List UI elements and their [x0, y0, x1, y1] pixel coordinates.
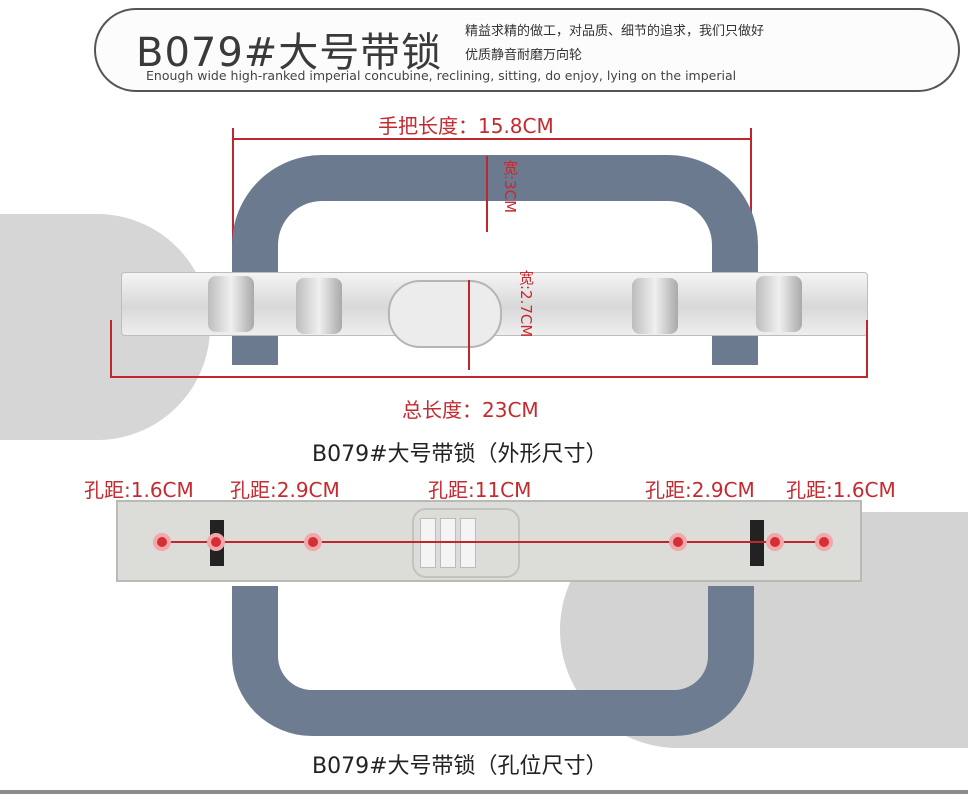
hole-centerline: [160, 541, 824, 543]
hinge-left: [208, 276, 254, 332]
total-length-tick-left: [110, 320, 112, 378]
hole-spacing-2: 孔距:2.9CM: [230, 478, 340, 502]
grip-width-line: [486, 156, 488, 232]
hole-positions-caption: B079#大号带锁（孔位尺寸）: [312, 754, 608, 779]
total-length-line: [110, 376, 868, 378]
handle-grip-underside: [232, 586, 754, 736]
base-width-line: [468, 280, 470, 370]
outer-dimensions-caption: B079#大号带锁（外形尺寸）: [312, 442, 608, 467]
mount-right: [632, 278, 678, 334]
base-width-label: 宽:2.7CM: [517, 270, 535, 338]
handle-length-line: [232, 138, 752, 140]
hole-marker-3: [304, 533, 322, 551]
product-title: B079#大号带锁: [136, 30, 443, 76]
tagline-en: Enough wide high-ranked imperial concubi…: [146, 68, 737, 83]
grip-width-label: 宽:3CM: [501, 160, 519, 214]
hole-marker-6: [815, 533, 833, 551]
header-banner: [94, 8, 960, 92]
lock-tab-3: [460, 518, 476, 568]
handle-length-tick-left: [232, 128, 234, 270]
lock-tab-1: [420, 518, 436, 568]
hole-marker-4: [669, 533, 687, 551]
footer-divider: [0, 790, 968, 794]
total-length-label: 总长度：23CM: [402, 398, 539, 422]
hinge-pin-right: [750, 520, 764, 566]
mount-left: [296, 278, 342, 334]
hole-spacing-4: 孔距:2.9CM: [645, 478, 755, 502]
lock-slot: [412, 508, 520, 578]
hole-spacing-1: 孔距:1.6CM: [84, 478, 194, 502]
hole-spacing-5: 孔距:1.6CM: [786, 478, 896, 502]
hinge-right: [756, 276, 802, 332]
hole-marker-1: [153, 533, 171, 551]
lock-button: [388, 280, 502, 348]
total-length-tick-right: [866, 320, 868, 378]
handle-length-label: 手把长度：15.8CM: [378, 114, 554, 138]
tagline-cn-line1: 精益求精的做工，对品质、细节的追求，我们只做好: [465, 24, 765, 39]
hole-marker-2: [207, 533, 225, 551]
tagline-cn-line2: 优质静音耐磨万向轮: [465, 48, 583, 63]
handle-length-tick-right: [750, 128, 752, 270]
hole-marker-5: [766, 533, 784, 551]
hole-spacing-3: 孔距:11CM: [428, 478, 532, 502]
lock-tab-2: [440, 518, 456, 568]
